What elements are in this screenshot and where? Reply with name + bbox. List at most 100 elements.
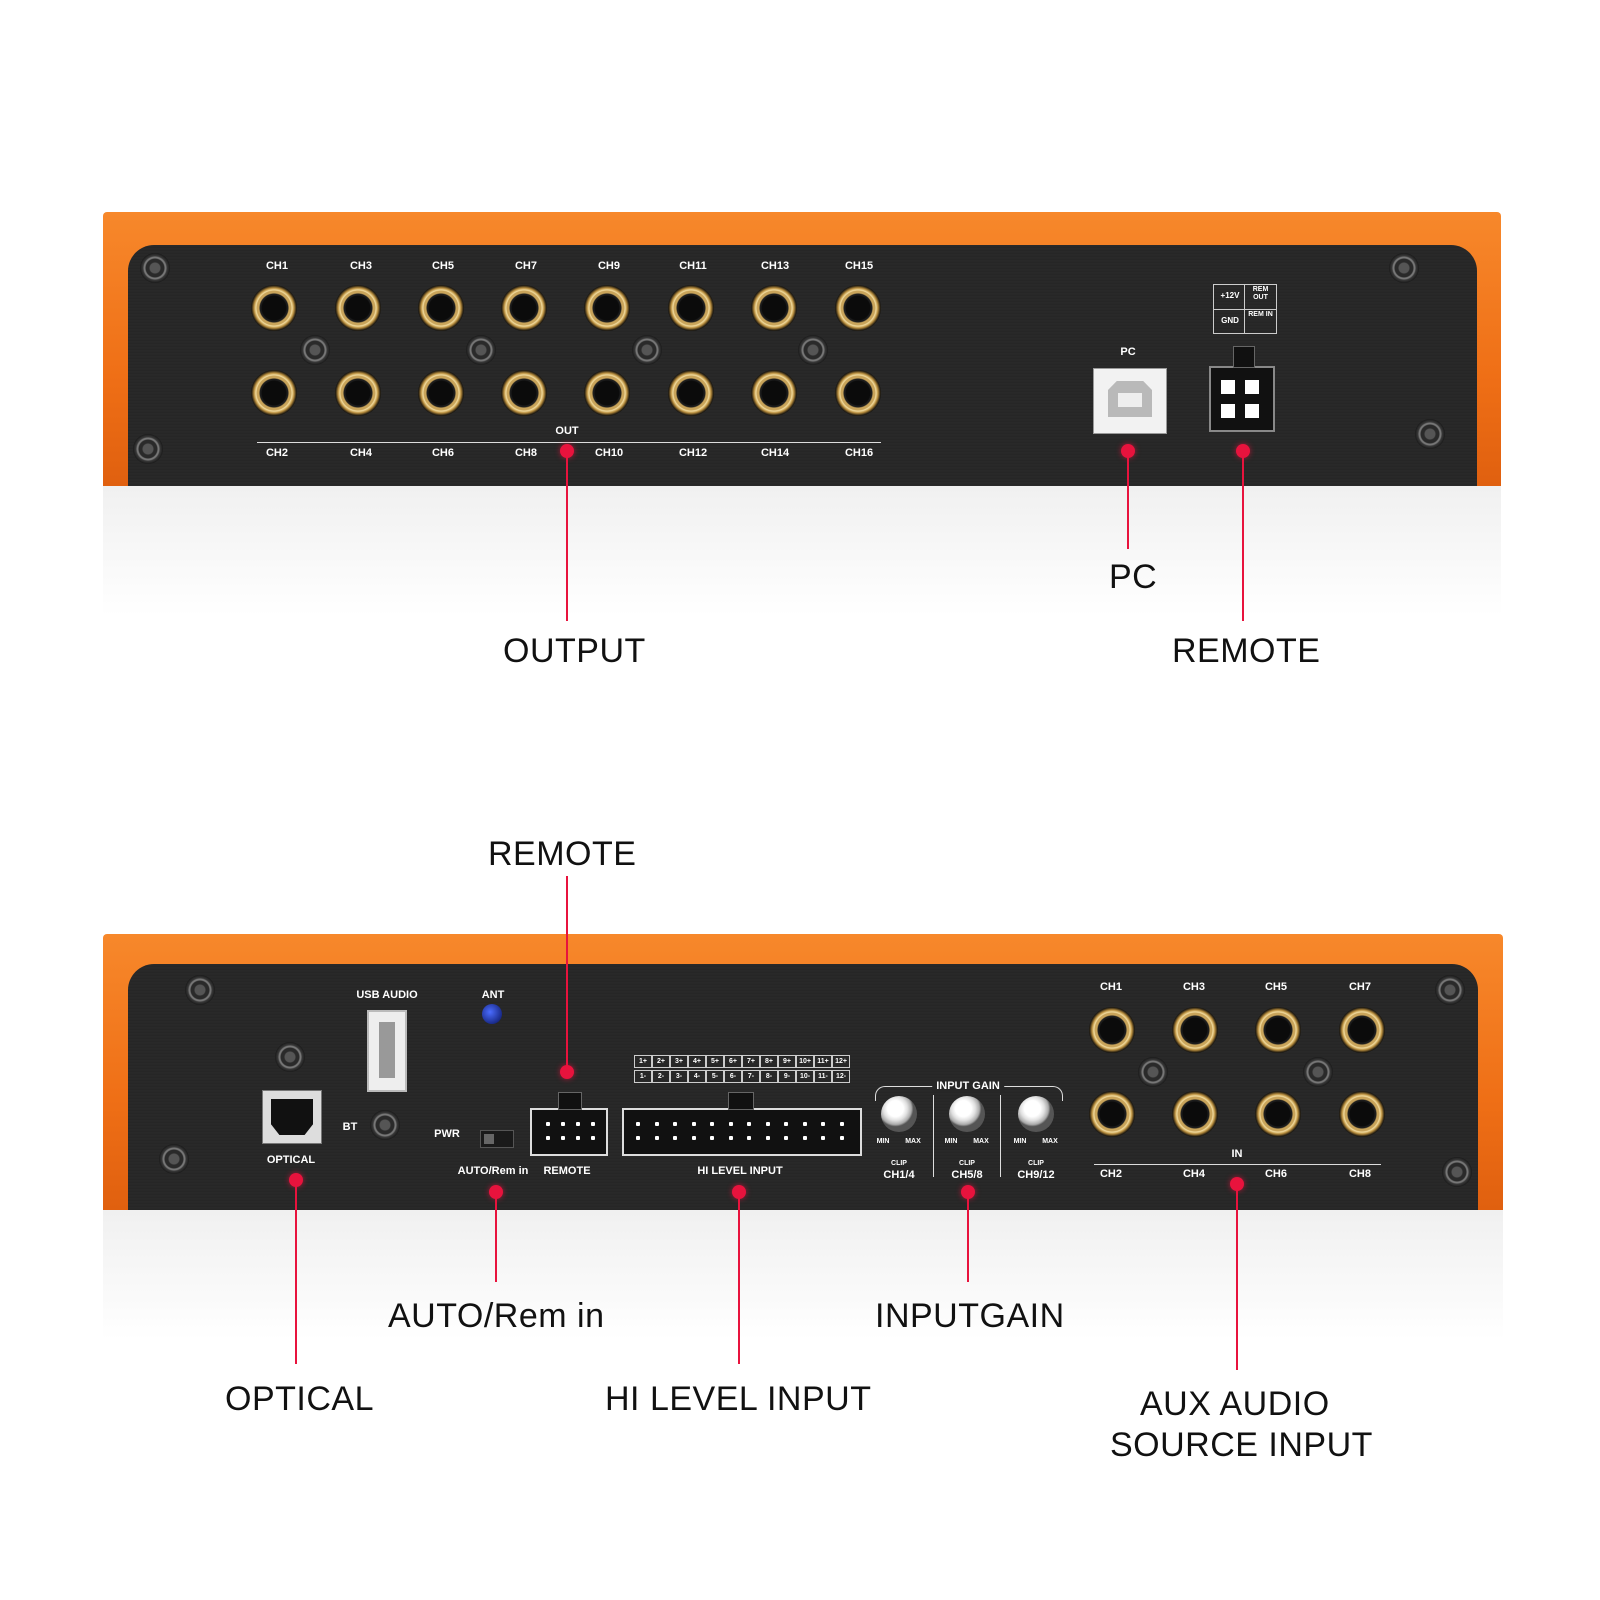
remote-connector [1209, 346, 1275, 432]
hi-level-pin-label: 11+ [814, 1055, 832, 1068]
gain-min-label: MIN [876, 1138, 890, 1145]
rca-output-jack [584, 370, 630, 416]
hi-level-pin-label: 6- [724, 1070, 742, 1083]
remote-marker [560, 1065, 574, 1079]
screw-icon [1303, 1057, 1333, 1087]
rca-output-jack [501, 285, 547, 331]
rca-input-jack [1089, 1091, 1135, 1137]
hi-level-pin-label: 5- [706, 1070, 724, 1083]
hi-level-pin-label: 7+ [742, 1055, 760, 1068]
clip-label: CLIP [1028, 1160, 1044, 1167]
terminal-pin [728, 1122, 733, 1126]
in-channel-label: CH7 [1348, 981, 1372, 993]
rca-input-jack [1172, 1091, 1218, 1137]
screw-icon [1389, 253, 1419, 283]
gain-max-label: MAX [1042, 1138, 1058, 1145]
gain-min-label: MIN [1013, 1138, 1027, 1145]
gain-knob-ch5-8[interactable] [949, 1096, 985, 1132]
terminal-pin [561, 1136, 565, 1140]
auto-rem-callout: AUTO/Rem in [388, 1297, 605, 1335]
terminal-pin [802, 1136, 807, 1140]
terminal-pin [636, 1136, 640, 1140]
out-channel-label: CH7 [514, 260, 538, 272]
out-channel-label: CH11 [679, 260, 707, 272]
aux-callout-line2: SOURCE INPUT [1110, 1426, 1373, 1464]
terminal-pin [839, 1136, 844, 1140]
rca-input-jack [1339, 1007, 1385, 1053]
output-callout: OUTPUT [503, 632, 646, 670]
ant-led-icon [482, 1004, 502, 1024]
terminal-pin [654, 1136, 659, 1140]
terminal-latch [558, 1092, 582, 1110]
clip-label: CLIP [891, 1160, 907, 1167]
hi-level-pin-label: 8+ [760, 1055, 778, 1068]
inputgain-callout: INPUTGAIN [875, 1297, 1065, 1335]
rca-output-jack [251, 285, 297, 331]
rca-input-jack [1172, 1007, 1218, 1053]
terminal-latch [728, 1092, 754, 1110]
usb-a-port [367, 1010, 407, 1092]
in-channel-label: CH1 [1099, 981, 1123, 993]
rca-input-jack [1255, 1007, 1301, 1053]
pin-label: REM IN [1248, 311, 1273, 318]
rca-output-jack [418, 285, 464, 331]
bt-label: BT [342, 1121, 358, 1133]
gain-channel-label: CH9/12 [1017, 1169, 1055, 1181]
connector-pin [1245, 380, 1259, 394]
auto-rem-switch[interactable] [480, 1130, 514, 1148]
out-channel-label: CH2 [265, 447, 289, 459]
terminal-pin [821, 1136, 825, 1140]
usb-b-port [1093, 368, 1167, 434]
remote-top-callout: REMOTE [1172, 632, 1321, 670]
out-channel-label: CH5 [431, 260, 455, 272]
remote-bottom-callout: REMOTE [488, 835, 637, 873]
legend-divider [1214, 309, 1276, 310]
terminal-pin [821, 1122, 825, 1126]
connector-pin [1221, 380, 1235, 394]
bottom-panel-reflection [103, 1210, 1503, 1340]
screw-icon [632, 335, 662, 365]
terminal-pin [710, 1136, 714, 1140]
optical-leader-line [295, 1180, 297, 1364]
rca-output-jack [751, 370, 797, 416]
terminal-pin [546, 1122, 550, 1126]
terminal-pin [591, 1136, 595, 1140]
out-channel-label: CH8 [514, 447, 538, 459]
terminal-pin [576, 1136, 580, 1140]
terminal-pin [691, 1136, 696, 1140]
out-label: OUT [555, 425, 579, 437]
pwr-label: PWR [434, 1128, 460, 1140]
in-channel-label: CH2 [1099, 1168, 1123, 1180]
screw-icon [185, 975, 215, 1005]
terminal-pin [654, 1122, 659, 1126]
screw-icon [140, 253, 170, 283]
inputgain-leader-line [967, 1192, 969, 1282]
in-channel-label: CH4 [1182, 1168, 1206, 1180]
gain-max-label: MAX [973, 1138, 989, 1145]
rca-output-jack [501, 370, 547, 416]
rca-output-jack [668, 285, 714, 331]
screw-icon [798, 335, 828, 365]
out-channel-label: CH10 [594, 447, 624, 459]
hi-level-plus-row: 1+2+3+4+5+6+7+8+9+10+11+12+ [634, 1055, 850, 1068]
remote-terminal-label: REMOTE [543, 1165, 591, 1177]
out-divider [257, 442, 881, 443]
terminal-pin [747, 1122, 751, 1126]
usb-audio-label: USB AUDIO [356, 989, 418, 1001]
terminal-pin [765, 1122, 770, 1126]
in-label: IN [1231, 1148, 1243, 1160]
hi-level-leader-line [738, 1192, 740, 1364]
hi-level-pin-label: 12+ [832, 1055, 850, 1068]
usb-b-tongue [1118, 393, 1142, 407]
rca-input-jack [1255, 1091, 1301, 1137]
out-channel-label: CH4 [349, 447, 373, 459]
remote-pin-legend: +12V REM OUT GND REM IN [1213, 284, 1277, 334]
ant-label: ANT [481, 989, 505, 1001]
out-channel-label: CH13 [760, 260, 790, 272]
gain-channel-label: CH5/8 [951, 1169, 983, 1181]
hi-level-pin-label: 11- [814, 1070, 832, 1083]
gain-knob-ch9-12[interactable] [1018, 1096, 1054, 1132]
gain-knob-ch1-4[interactable] [881, 1096, 917, 1132]
auto-rem-leader-line [495, 1192, 497, 1282]
terminal-pin [673, 1122, 677, 1126]
